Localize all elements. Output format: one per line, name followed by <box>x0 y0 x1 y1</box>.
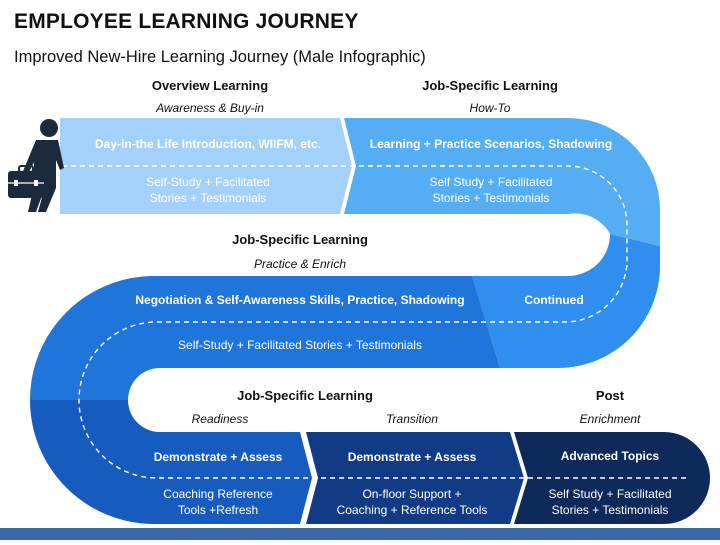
readiness-primary: Demonstrate + Assess <box>153 450 283 464</box>
readiness-heading: Job-Specific Learning <box>237 388 373 403</box>
how-to-secondary-line: Stories + Testimonials <box>432 191 550 205</box>
segment-continued <box>472 234 660 368</box>
how-to-secondary-line: Self Study + Facilitated <box>429 175 553 189</box>
how-to-primary: Learning + Practice Scenarios, Shadowing <box>369 137 613 151</box>
readiness-secondary: Coaching Reference Tools +Refresh <box>128 486 308 518</box>
overview-heading: Overview Learning <box>151 78 269 93</box>
post-heading: Post <box>595 388 625 403</box>
practice-secondary: Self-Study + Facilitated Stories + Testi… <box>178 338 422 352</box>
page-title: EMPLOYEE LEARNING JOURNEY <box>14 10 359 33</box>
practice-primary: Negotiation & Self-Awareness Skills, Pra… <box>135 293 465 307</box>
overview-secondary-line: Stories + Testimonials <box>149 191 267 205</box>
segment-practice <box>30 276 500 400</box>
readiness-secondary-line: Coaching Reference <box>163 487 273 501</box>
segment-readiness <box>30 400 312 524</box>
businessman-with-briefcase-icon <box>8 119 64 212</box>
practice-subheading: Practice & Enrich <box>253 257 347 271</box>
readiness-secondary-line: Tools +Refresh <box>177 503 259 517</box>
transition-subheading: Transition <box>386 412 438 426</box>
post-secondary-line: Self Study + Facilitated <box>548 487 672 501</box>
transition-secondary: On-floor Support + Coaching + Reference … <box>312 486 512 518</box>
continued-label: Continued <box>524 293 584 307</box>
segment-how-to <box>344 118 660 246</box>
how-to-heading: Job-Specific Learning <box>422 78 558 93</box>
overview-secondary-line: Self-Study + Facilitated <box>146 175 270 189</box>
post-secondary-line: Stories + Testimonials <box>551 503 669 517</box>
overview-secondary: Self-Study + Facilitated Stories + Testi… <box>62 174 354 206</box>
transition-secondary-line: On-floor Support + <box>362 487 462 501</box>
post-subheading: Enrichment <box>579 412 641 426</box>
page-subtitle: Improved New-Hire Learning Journey (Male… <box>14 48 426 66</box>
transition-primary: Demonstrate + Assess <box>347 450 477 464</box>
overview-primary: Day-in-the Life Introduction, WIIFM, etc… <box>95 137 321 151</box>
practice-heading: Job-Specific Learning <box>232 232 368 247</box>
how-to-secondary: Self Study + Facilitated Stories + Testi… <box>346 174 636 206</box>
transition-secondary-line: Coaching + Reference Tools <box>336 503 488 517</box>
post-secondary: Self Study + Facilitated Stories + Testi… <box>524 486 696 518</box>
base-strip <box>0 528 720 540</box>
readiness-subheading: Readiness <box>191 412 249 426</box>
overview-subheading: Awareness & Buy-in <box>156 101 264 115</box>
dashed-center-line <box>62 165 690 479</box>
post-primary: Advanced Topics <box>560 449 660 463</box>
how-to-subheading: How-To <box>469 101 511 115</box>
